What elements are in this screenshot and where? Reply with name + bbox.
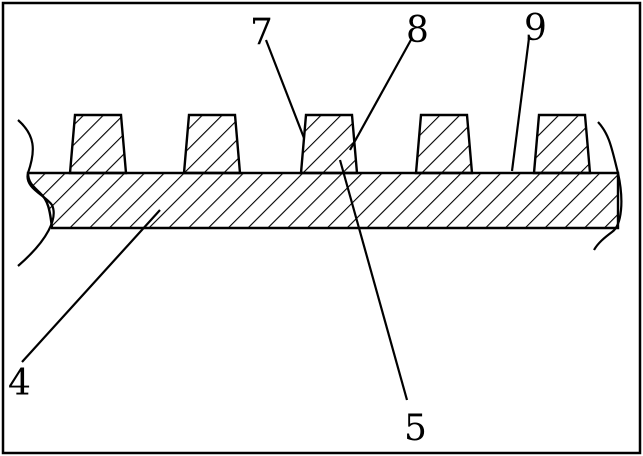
right-break-line — [593, 121, 623, 251]
leader-7 — [264, 39, 306, 139]
leader-9 — [510, 37, 531, 172]
leader-5 — [338, 159, 409, 401]
label-9: 9 — [524, 8, 547, 49]
leader-8 — [349, 37, 413, 151]
tooth-5 — [532, 113, 592, 175]
base-strip — [26, 171, 620, 230]
label-5: 5 — [404, 408, 427, 449]
leader-4 — [21, 209, 161, 363]
tooth-4 — [414, 113, 474, 175]
tooth-2 — [182, 113, 242, 175]
label-7: 7 — [250, 12, 273, 53]
label-4: 4 — [8, 363, 31, 404]
tooth-1 — [68, 113, 128, 175]
label-8: 8 — [406, 10, 429, 51]
tooth-3 — [299, 113, 359, 175]
left-break-line — [17, 119, 55, 267]
